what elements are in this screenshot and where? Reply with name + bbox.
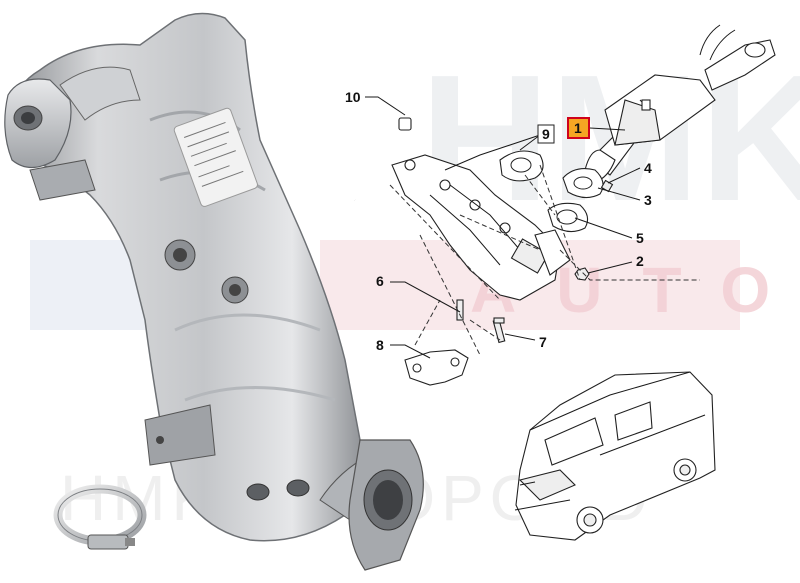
callout-7: 7: [539, 334, 547, 350]
part-1-converter: [584, 24, 776, 183]
exploded-view: 10 9 1 4 3 5 2 6 7 8: [338, 24, 776, 386]
callout-10: 10: [345, 89, 361, 105]
callout-2: 2: [636, 253, 644, 269]
part-9-manifold: [391, 154, 571, 301]
callout-5: 5: [636, 230, 644, 246]
callout-1: 1: [574, 120, 582, 136]
exhaust-clamp-photo: [53, 484, 147, 550]
callout-9-box: [537, 124, 555, 144]
van-vehicle-icon: [514, 371, 716, 541]
part-3-flange: [562, 168, 604, 199]
part-5-gasket: [547, 202, 589, 233]
callout-3: 3: [644, 192, 652, 208]
callout-4: 4: [644, 160, 652, 176]
callout-6: 6: [376, 273, 384, 289]
part-2-nut: [574, 267, 590, 281]
catalytic-converter-photo: [4, 12, 424, 571]
callout-9: 9: [542, 126, 550, 142]
part-8-bracket: [404, 349, 469, 386]
callout-1-highlight: [567, 117, 590, 139]
part-10-pipe: [338, 116, 412, 201]
part-gasket-upper: [499, 150, 544, 182]
callout-8: 8: [376, 337, 384, 353]
part-7-bolt: [492, 317, 506, 344]
